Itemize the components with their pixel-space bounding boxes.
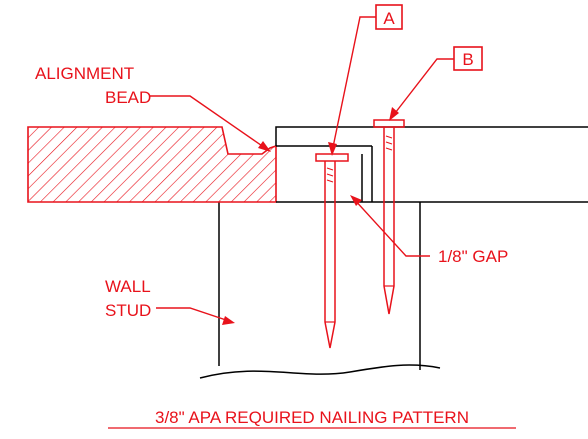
title-text: 3/8" APA REQUIRED NAILING PATTERN	[155, 408, 469, 427]
wall-stud-callout: WALL STUD	[105, 277, 235, 325]
alignment-bead-label-line2: BEAD	[105, 88, 151, 107]
callout-b: B	[389, 46, 483, 121]
alignment-bead-callout: ALIGNMENT BEAD	[35, 64, 271, 152]
nail-a	[315, 153, 349, 349]
gap-label: 1/8" GAP	[438, 247, 508, 266]
callout-a-label: A	[383, 9, 395, 28]
upper-siding-panel	[275, 126, 588, 203]
wall-stud-label-line1: WALL	[105, 277, 151, 296]
gap-callout: 1/8" GAP	[350, 195, 508, 266]
diagram-title: 3/8" APA REQUIRED NAILING PATTERN	[108, 408, 516, 429]
stud-break-line	[199, 364, 441, 379]
wall-stud	[199, 202, 441, 379]
lower-siding-panel	[27, 126, 277, 203]
nail-b	[373, 119, 405, 315]
alignment-bead-label-line1: ALIGNMENT	[35, 64, 134, 83]
wall-stud-label-line2: STUD	[105, 301, 151, 320]
callout-a: A	[328, 4, 403, 156]
callout-b-label: B	[462, 50, 473, 69]
